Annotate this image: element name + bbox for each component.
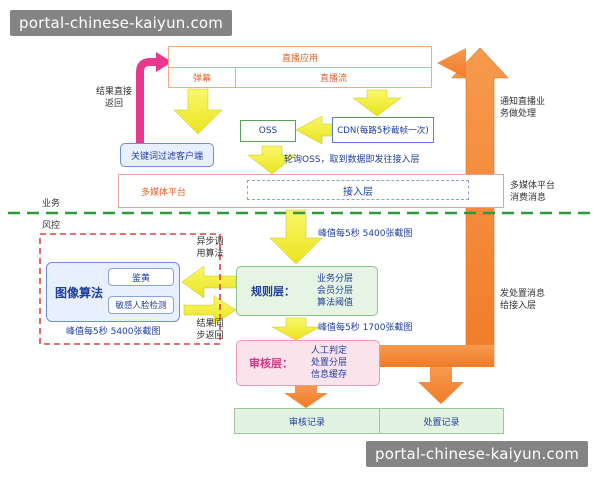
- consume-note: 多媒体平台 消费消息: [510, 181, 556, 203]
- algo-peak-note: 峰值每5秒 5400张截图: [66, 327, 161, 337]
- handle-record-box: 处置记录: [380, 408, 504, 434]
- yellow-arrow-stream: [352, 89, 402, 117]
- yellow-arrow-algo-rule: [183, 295, 237, 325]
- oss-box: OSS: [240, 120, 296, 142]
- keyword-filter-label: 关键词过滤客户端: [130, 151, 203, 162]
- async-call-note: 异步调 用算法: [196, 237, 224, 259]
- peak-5400-note: 峰值每5秒 5400张截图: [318, 229, 413, 239]
- zone-business-label: 业务: [42, 199, 61, 209]
- oss-label: OSS: [258, 126, 278, 136]
- live-stream-box: 直播流: [236, 68, 432, 88]
- watermark-bottom: portal-chinese-kaiyun.com: [366, 441, 589, 467]
- live-app-label: 直播应用: [281, 53, 318, 64]
- audit-record-box: 审核记录: [234, 408, 380, 434]
- keyword-filter-client: 关键词过滤客户端: [120, 143, 214, 167]
- audit-record-label: 审核记录: [288, 417, 325, 428]
- cdn-box: CDN(每路5秒截帧一次): [332, 117, 434, 143]
- yellow-arrow-cdn-oss: [295, 115, 333, 145]
- access-layer-label: 接入层: [343, 186, 373, 198]
- live-stream-label: 直播流: [319, 74, 347, 84]
- pink-arrow-return: [136, 58, 158, 148]
- live-app-box: 直播应用: [168, 46, 432, 68]
- yellow-arrow-oss-access: [247, 145, 297, 175]
- sync-return-note: 结果同 步返回: [196, 319, 224, 341]
- danmaku-label: 弹幕: [192, 74, 211, 84]
- dispatch-note: 发处置消息 给接入层: [500, 289, 546, 311]
- face-detect-label: 敏感人脸检测: [115, 301, 167, 311]
- zone-risk-label: 风控: [42, 221, 61, 231]
- audit-layer-items: 人工判定 处置分层 信息缓存: [311, 346, 348, 380]
- orange-arrow-horizontal: [380, 345, 494, 367]
- cdn-label: CDN(每路5秒截帧一次): [337, 126, 429, 136]
- rule-layer-items: 业务分层 会员分层 算法阈值: [317, 274, 354, 308]
- peak-1700-note: 峰值每5秒 1700张截图: [318, 323, 413, 333]
- porn-detect-label: 鉴黄: [131, 273, 150, 284]
- orange-arrow-handle-record: [418, 367, 464, 404]
- danmaku-box: 弹幕: [168, 68, 236, 88]
- yellow-arrow-rule-algo: [181, 265, 237, 299]
- orange-arrow-audit-record: [284, 384, 328, 408]
- access-layer-box: 接入层: [247, 180, 469, 200]
- audit-layer-label: 审核层：: [249, 357, 293, 370]
- yellow-arrow-rule-audit: [271, 317, 321, 341]
- pink-arrow-head: [156, 52, 172, 72]
- face-detect-box: 敏感人脸检测: [108, 296, 174, 314]
- rule-layer-label: 规则层：: [251, 285, 295, 298]
- yellow-arrow-access-rule: [269, 209, 323, 265]
- image-algo-label: 图像算法: [55, 285, 104, 300]
- audit-layer-box: 审核层： 人工判定 处置分层 信息缓存: [236, 340, 380, 386]
- orange-arrow-head-left: [437, 48, 466, 78]
- result-return-note: 结果直接 返回: [95, 87, 132, 109]
- porn-detect-box: 鉴黄: [108, 268, 174, 286]
- rule-layer-box: 规则层： 业务分层 会员分层 算法阈值: [236, 266, 378, 316]
- yellow-arrow-danmaku: [173, 88, 223, 135]
- poll-oss-note: 轮询OSS，取到数据即发往接入层: [284, 155, 420, 165]
- handle-record-label: 处置记录: [423, 417, 460, 428]
- multimedia-platform-label: 多媒体平台: [141, 187, 187, 198]
- algo-dashed-container: [39, 233, 221, 345]
- notify-note: 通知直播业 务做处理: [500, 97, 546, 119]
- watermark-top: portal-chinese-kaiyun.com: [10, 10, 233, 36]
